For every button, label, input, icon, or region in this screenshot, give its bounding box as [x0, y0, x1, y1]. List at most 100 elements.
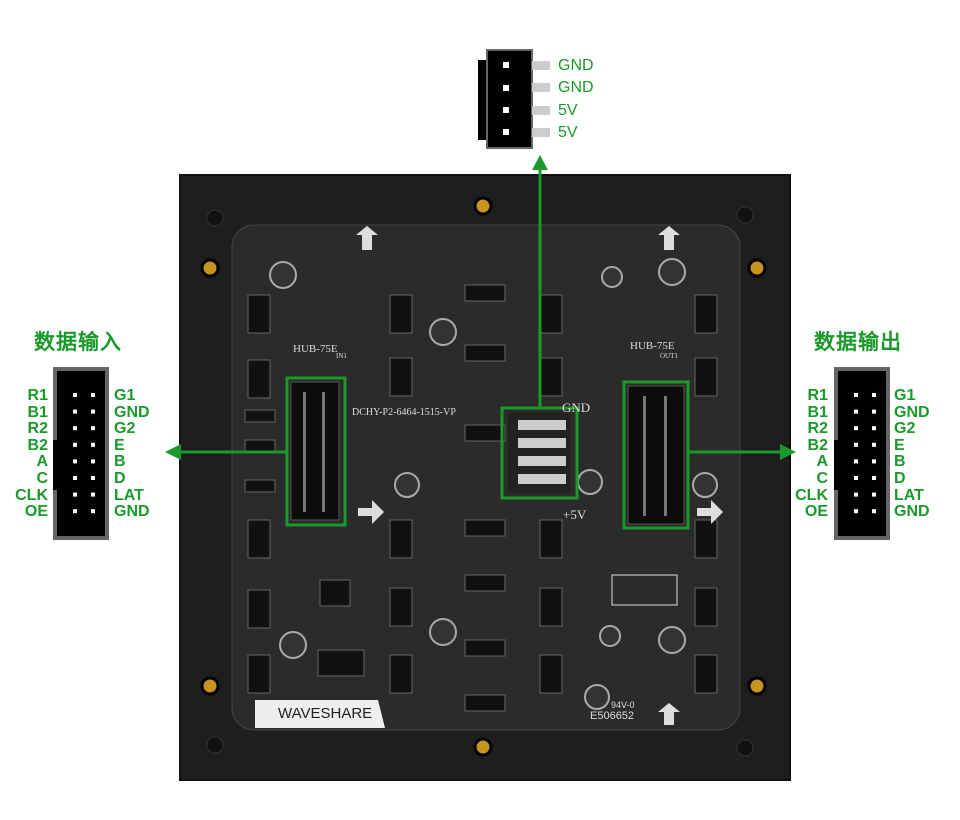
- pin-dot: [854, 476, 858, 480]
- ic-chips: [244, 284, 718, 712]
- gnd-silk-label: GND: [562, 400, 591, 415]
- pin-label: B: [114, 453, 126, 471]
- pcb: [231, 224, 741, 731]
- plus5v-silk-label: +5V: [563, 507, 587, 522]
- pin-dot: [73, 409, 77, 414]
- arrows: [165, 155, 796, 460]
- rating-label: 94V-0: [611, 700, 635, 710]
- input-connector-icon: [53, 367, 109, 540]
- power-pin-2-label: GND: [558, 79, 594, 96]
- pin-label: LAT: [894, 486, 924, 504]
- in-header-label: HUB-75E: [293, 343, 338, 355]
- pin-dot: [91, 492, 95, 497]
- pin-label: C: [816, 469, 828, 487]
- pin-label: CLK: [795, 486, 828, 504]
- highlight-boxes: [285, 376, 690, 530]
- pin-label: B1: [27, 403, 48, 421]
- pin-label: GND: [894, 403, 930, 421]
- pin-label: LAT: [114, 486, 144, 504]
- pin-label: A: [36, 453, 48, 471]
- pin-dot: [872, 509, 876, 514]
- pin-dot: [872, 393, 876, 397]
- pin-dot: [872, 459, 876, 464]
- pin-dot: [73, 492, 77, 497]
- connector-pin-dots: [73, 393, 876, 514]
- power-pin-3-label: 5V: [558, 102, 578, 119]
- screw-holes: [200, 196, 767, 757]
- pin-dot: [872, 492, 876, 497]
- pin-label: R1: [27, 387, 48, 404]
- pin-label: D: [894, 469, 906, 487]
- pin-dot: [91, 393, 95, 397]
- pin-label: R2: [807, 420, 828, 438]
- out-label: OUT1: [660, 352, 678, 360]
- pin-label: R1: [807, 387, 828, 404]
- pin-dot: [91, 409, 95, 414]
- capacitors: [269, 258, 718, 710]
- pin-dot: [73, 426, 77, 431]
- pin-label: OE: [804, 503, 828, 521]
- hub75-out-header: [627, 385, 685, 525]
- pin-label: G1: [114, 387, 136, 404]
- pin-dot: [872, 442, 876, 447]
- power-pin-1-label: GND: [558, 57, 594, 74]
- code-label: E506652: [590, 710, 635, 722]
- pin-label: B1: [807, 403, 828, 421]
- pin-dot: [73, 509, 77, 514]
- pin-label: E: [114, 436, 125, 454]
- mount-holes: [206, 206, 754, 757]
- out-header-label: HUB-75E: [630, 340, 675, 352]
- pin-label: E: [894, 436, 905, 454]
- power-header-on-board: [508, 413, 570, 493]
- pin-label: OE: [24, 503, 48, 521]
- pin-label: CLK: [15, 486, 48, 504]
- pin-dot: [872, 476, 876, 480]
- pin-dot: [73, 442, 77, 447]
- silk-arrows: [356, 226, 723, 725]
- pin-dot: [91, 459, 95, 464]
- pin-label: A: [816, 453, 828, 471]
- pin-dot: [854, 442, 858, 447]
- pin-dot: [854, 492, 858, 497]
- power-connector-icon: [478, 49, 550, 149]
- pin-label: G1: [894, 387, 916, 404]
- qc-box: [611, 574, 678, 606]
- pin-dot: [73, 459, 77, 464]
- pin-dot: [854, 459, 858, 464]
- brand-label: WAVESHARE: [278, 705, 373, 722]
- pin-dot: [854, 393, 858, 397]
- in-label: IN1: [336, 352, 347, 360]
- pin-dot: [91, 509, 95, 514]
- hub75-in-header: [290, 381, 340, 521]
- pin-dot: [91, 476, 95, 480]
- pin-label: B2: [27, 436, 48, 454]
- pin-label: G2: [114, 420, 136, 438]
- pin-dot: [73, 393, 77, 397]
- pin-dot: [872, 426, 876, 431]
- pin-label: B2: [807, 436, 828, 454]
- pin-label: D: [114, 469, 126, 487]
- pin-label: G2: [894, 420, 916, 438]
- pin-label: GND: [894, 503, 930, 521]
- pin-dot: [854, 426, 858, 431]
- pin-label: B: [894, 453, 906, 471]
- pin-label: GND: [114, 403, 150, 421]
- pin-label: C: [36, 469, 48, 487]
- pin-dot: [91, 426, 95, 431]
- output-connector-icon: [834, 367, 890, 540]
- pin-dot: [872, 409, 876, 414]
- pin-label: GND: [114, 503, 150, 521]
- model-label: DCHY-P2-6464-1515-VP: [352, 407, 456, 418]
- pin-label: R2: [27, 420, 48, 438]
- output-title: 数据输出: [814, 331, 902, 354]
- pin-dot: [854, 409, 858, 414]
- input-title: 数据输入: [34, 331, 122, 354]
- power-pin-4-label: 5V: [558, 124, 578, 141]
- pin-dot: [73, 476, 77, 480]
